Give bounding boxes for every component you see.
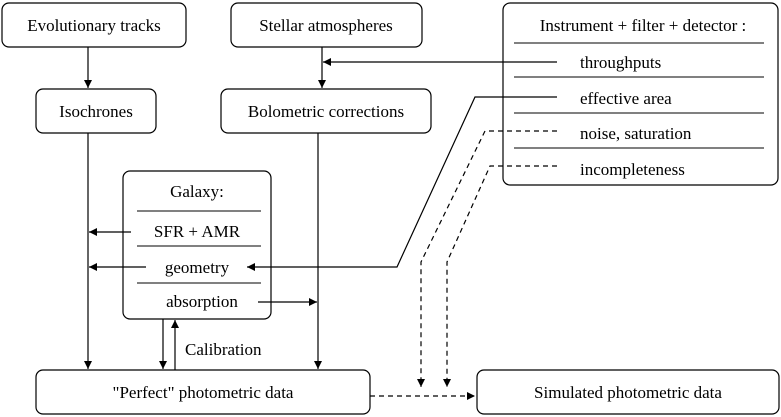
instrument-item-throughputs: throughputs (580, 53, 661, 72)
node-isochrones: Isochrones (35, 88, 157, 134)
node-evolutionary-tracks: Evolutionary tracks (1, 2, 187, 48)
node-instrument: Instrument + filter + detector : through… (502, 2, 779, 186)
node-evolutionary-tracks-label: Evolutionary tracks (27, 16, 161, 35)
edge-effective-area-to-geometry (247, 96, 557, 271)
node-simulated-data-label: Simulated photometric data (534, 383, 722, 402)
node-bolometric-corrections-label: Bolometric corrections (248, 102, 404, 121)
galaxy-item-sfr-amr: SFR + AMR (154, 222, 241, 241)
galaxy-item-absorption: absorption (166, 292, 238, 311)
node-perfect-data-label: "Perfect" photometric data (113, 383, 294, 402)
galaxy-title: Galaxy: (170, 182, 224, 201)
edge-incompleteness-to-simulation (443, 165, 557, 387)
node-galaxy: Galaxy: SFR + AMR geometry absorption (122, 170, 272, 320)
node-simulated-data: Simulated photometric data (476, 369, 780, 415)
edge-noise-to-simulation (417, 130, 557, 387)
galaxy-item-geometry: geometry (165, 258, 230, 277)
node-stellar-atmospheres: Stellar atmospheres (230, 2, 423, 48)
instrument-title: Instrument + filter + detector : (540, 16, 747, 35)
instrument-item-effective-area: effective area (580, 89, 672, 108)
instrument-item-noise: noise, saturation (580, 124, 692, 143)
node-bolometric-corrections: Bolometric corrections (220, 88, 432, 134)
instrument-item-incompleteness: incompleteness (580, 160, 685, 179)
node-isochrones-label: Isochrones (59, 102, 133, 121)
calibration-label: Calibration (185, 340, 262, 359)
node-stellar-atmospheres-label: Stellar atmospheres (259, 16, 393, 35)
node-perfect-data: "Perfect" photometric data (35, 369, 371, 415)
